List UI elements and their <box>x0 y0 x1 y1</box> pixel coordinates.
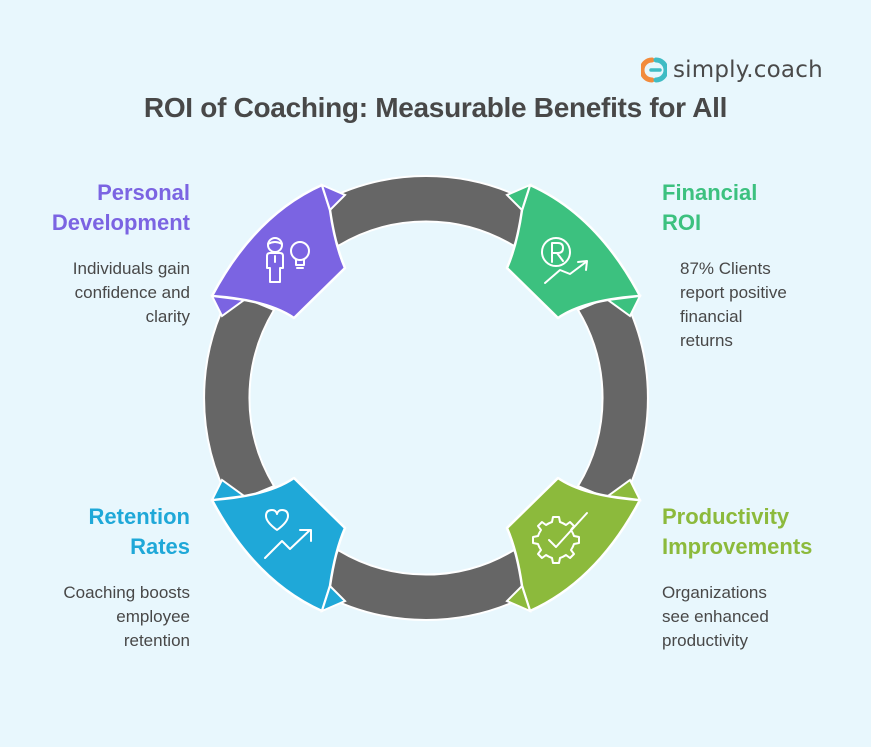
segment-financial-roi <box>505 183 642 320</box>
brand-logo: simply.coach <box>641 57 823 83</box>
ring-arc-top <box>318 175 534 248</box>
personal-development-block: Personal Development Individuals gain co… <box>30 178 190 329</box>
productivity-improvements-title: Productivity Improvements <box>662 504 813 559</box>
segment-personal-development <box>210 183 347 320</box>
ring-arc-bottom <box>318 548 534 621</box>
financial-roi-block: Financial ROI 87% Clients report positiv… <box>662 178 842 353</box>
productivity-improvements-description: Organizations see enhanced productivity <box>662 583 769 650</box>
segment-retention-rates <box>210 476 347 613</box>
financial-roi-title: Financial ROI <box>662 180 758 235</box>
brand-name: simply.coach <box>673 57 823 83</box>
currency-growth-icon <box>541 237 588 284</box>
ring-arc-left <box>203 290 276 506</box>
ring-arc-right <box>576 290 649 506</box>
simply-coach-logo-icon <box>641 57 667 83</box>
personal-development-description: Individuals gain confidence and clarity <box>72 259 190 326</box>
gear-check-icon <box>532 512 588 564</box>
retention-rates-description: Coaching boosts employee retention <box>63 583 190 650</box>
financial-roi-description: 87% Clients report positive financial re… <box>680 259 787 350</box>
productivity-improvements-block: Productivity Improvements Organizations … <box>662 502 862 653</box>
personal-development-title: Personal Development <box>51 180 190 235</box>
segment-productivity-improvements <box>505 476 642 613</box>
retention-rates-title: Retention Rates <box>88 504 190 559</box>
retention-rates-block: Retention Rates Coaching boosts employee… <box>20 502 190 653</box>
heart-trend-up-icon <box>264 509 312 559</box>
person-lightbulb-icon <box>266 237 310 283</box>
page-title: ROI of Coaching: Measurable Benefits for… <box>143 92 728 123</box>
